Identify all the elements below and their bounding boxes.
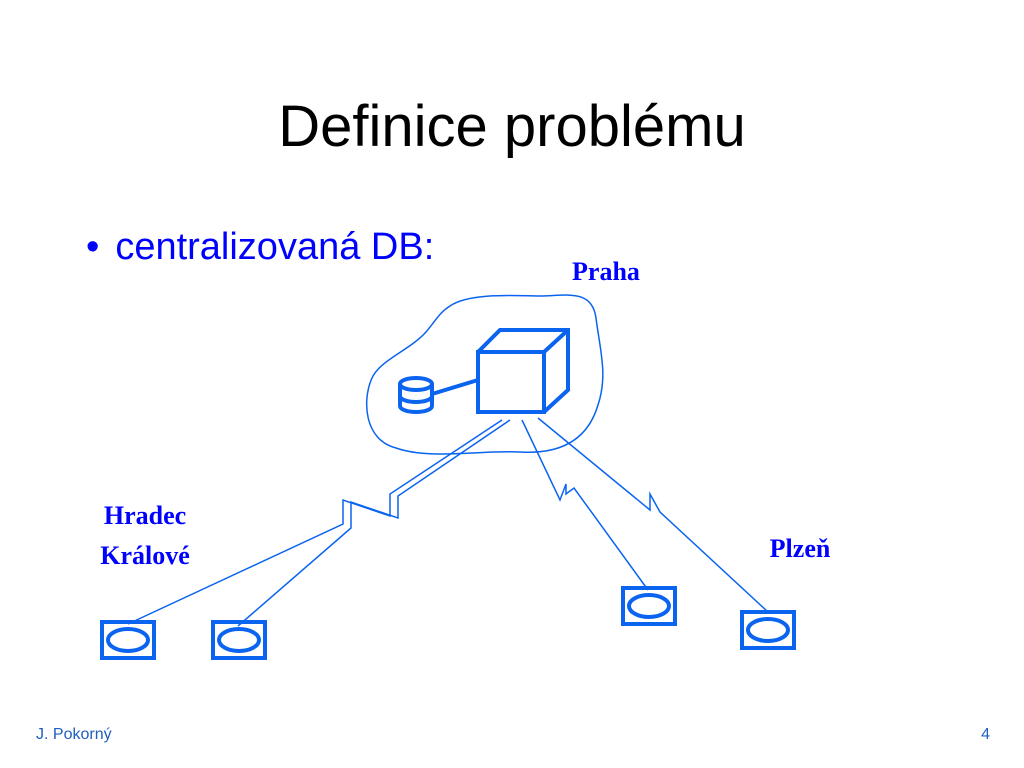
- label-hradec-line2: Králové: [100, 541, 190, 570]
- label-praha: Praha: [572, 257, 640, 286]
- link-hradec-2: [237, 419, 511, 627]
- footer-author: J. Pokorný: [36, 726, 112, 743]
- label-plzen: Plzeň: [770, 534, 831, 563]
- page-number: 4: [981, 726, 990, 743]
- label-hradec-line1: Hradec: [104, 501, 186, 530]
- link-plzen-2: [537, 417, 769, 613]
- db-server-link: [431, 378, 479, 396]
- praha-site-outline: [365, 294, 604, 455]
- terminal-icon: [740, 610, 796, 650]
- link-plzen-1: [521, 419, 649, 591]
- bullet-text: centralizovaná DB:: [115, 226, 435, 268]
- server-cube-icon: [476, 328, 570, 414]
- bullet-item: • centralizovaná DB:: [86, 228, 434, 266]
- terminal-icon: [621, 586, 677, 626]
- slide-title: Definice problému: [278, 94, 746, 159]
- terminal-icon: [100, 620, 156, 660]
- bullet-dot: •: [86, 226, 100, 268]
- database-icon: [398, 376, 434, 414]
- terminal-icon: [211, 620, 267, 660]
